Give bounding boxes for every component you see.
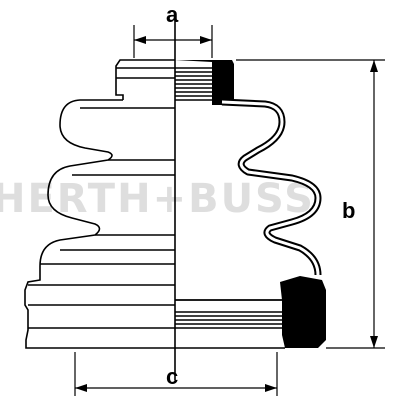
watermark-logo: HERTH+BUSS bbox=[0, 176, 315, 222]
dimension-c bbox=[74, 352, 278, 396]
dimension-b-label: b bbox=[342, 198, 355, 223]
dimension-a-label: a bbox=[166, 2, 179, 27]
boot-section-right-half bbox=[175, 60, 326, 349]
boot-outline-left-half bbox=[24, 59, 175, 349]
dimension-a bbox=[133, 25, 213, 58]
dimension-c-label: c bbox=[166, 364, 178, 389]
dimension-b bbox=[236, 59, 385, 349]
